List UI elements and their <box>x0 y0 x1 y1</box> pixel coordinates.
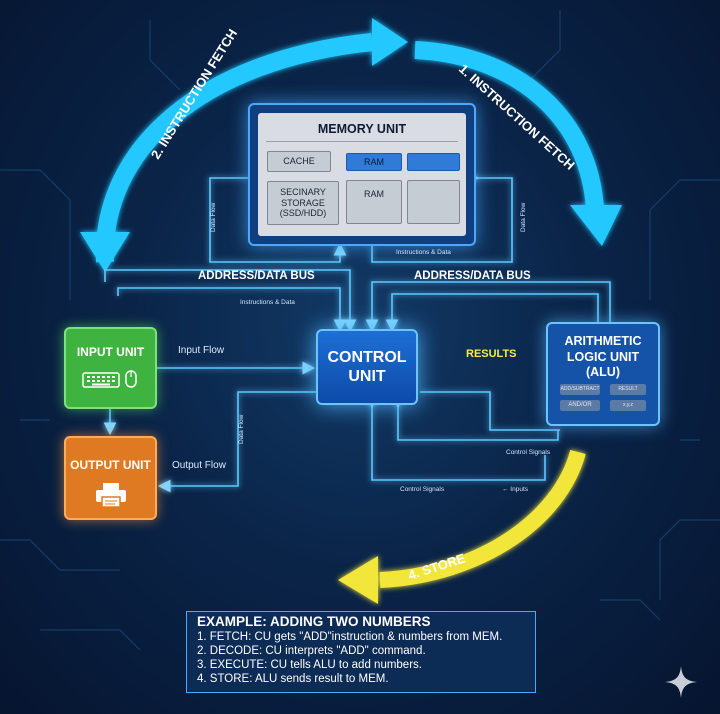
alu-chip-andor: AND/OR <box>560 400 600 411</box>
sparkle-icon <box>665 666 697 698</box>
store-arrow-head <box>338 556 378 604</box>
output-unit-label: OUTPUT UNIT <box>70 458 151 472</box>
alu-line2: LOGIC UNIT <box>566 349 640 364</box>
fetch-arrow-right <box>414 41 604 211</box>
control-unit-line1: CONTROL <box>327 348 407 366</box>
address-bus-left-label: ADDRESS/DATA BUS <box>198 270 315 282</box>
memory-cell-blue <box>407 153 460 171</box>
data-center-vertical: Data Flow <box>238 414 245 444</box>
input-unit: INPUT UNIT <box>64 327 157 409</box>
circuit-background <box>0 10 720 651</box>
fetch-arrow-left <box>95 33 373 263</box>
address-bus-right-label: ADDRESS/DATA BUS <box>414 270 531 282</box>
cache-cell: CACHE <box>267 151 331 172</box>
results-label: RESULTS <box>466 348 517 360</box>
alu-box: ARITHMETIC LOGIC UNIT (ALU) ADD/SUBTRACT… <box>546 322 660 426</box>
instructions-data-top-label: Instructions & Data <box>396 249 451 256</box>
alu-chip-add: ADD/SUBTRACT <box>560 384 600 395</box>
example-step-store: 4. STORE: ALU sends result to MEM. <box>197 673 389 685</box>
alu-line3: (ALU) <box>585 365 620 380</box>
keyboard-mouse-icon <box>81 370 137 388</box>
fetch-left-label: 2. INSTRUCTION FETCH <box>148 26 240 161</box>
control-signals-right-label: Control Signals <box>506 449 551 456</box>
control-signals-bottom-label: Control Signals <box>400 486 445 493</box>
secondary-storage-cell: SECINARY STORAGE (SSD/HDD) <box>267 181 339 225</box>
data-right-vertical: Data Flow <box>520 202 527 232</box>
memory-unit: MEMORY UNIT CACHE RAM SECINARY STORAGE (… <box>248 103 476 246</box>
fetch-arrow-left-head-bottom <box>80 232 130 272</box>
memory-divider <box>266 141 458 142</box>
data-left-vertical: Data Flow <box>210 202 217 232</box>
memory-unit-title: MEMORY UNIT <box>317 122 407 136</box>
store-arrow <box>379 449 586 588</box>
memory-cell-empty <box>407 180 460 224</box>
output-unit: OUTPUT UNIT <box>64 436 157 520</box>
fetch-arrow-left-head-top <box>372 18 408 66</box>
alu-chip-xyz: x,y,z <box>610 400 646 411</box>
instructions-data-bottom-label: Instructions & Data <box>240 299 295 306</box>
example-step-decode: 2. DECODE: CU interprets "ADD" command. <box>197 645 426 657</box>
control-unit: CONTROL UNIT <box>316 329 418 405</box>
bus-lines <box>103 171 611 493</box>
alu-line1: ARITHMETIC <box>564 334 642 348</box>
printer-icon <box>95 483 126 508</box>
example-step-execute: 3. EXECUTE: CU tells ALU to add numbers. <box>197 659 422 671</box>
alu-chip-result: RESULT <box>610 384 646 395</box>
example-title: EXAMPLE: ADDING TWO NUMBERS <box>197 614 431 629</box>
control-unit-line2: UNIT <box>348 368 386 385</box>
input-unit-label: INPUT UNIT <box>76 345 145 359</box>
input-flow-label: Input Flow <box>178 345 225 356</box>
memory-panel: MEMORY UNIT CACHE RAM SECINARY STORAGE (… <box>258 113 466 236</box>
ram-cell-bottom: RAM <box>346 180 402 224</box>
ram-cell-top: RAM <box>346 153 402 171</box>
example-box: EXAMPLE: ADDING TWO NUMBERS 1. FETCH: CU… <box>186 611 536 693</box>
fetch-arrow-right-head <box>570 205 622 246</box>
output-flow-label: Output Flow <box>172 460 226 471</box>
inputs-small-label: ← Inputs <box>502 486 529 493</box>
example-step-fetch: 1. FETCH: CU gets "ADD"instruction & num… <box>197 631 503 643</box>
